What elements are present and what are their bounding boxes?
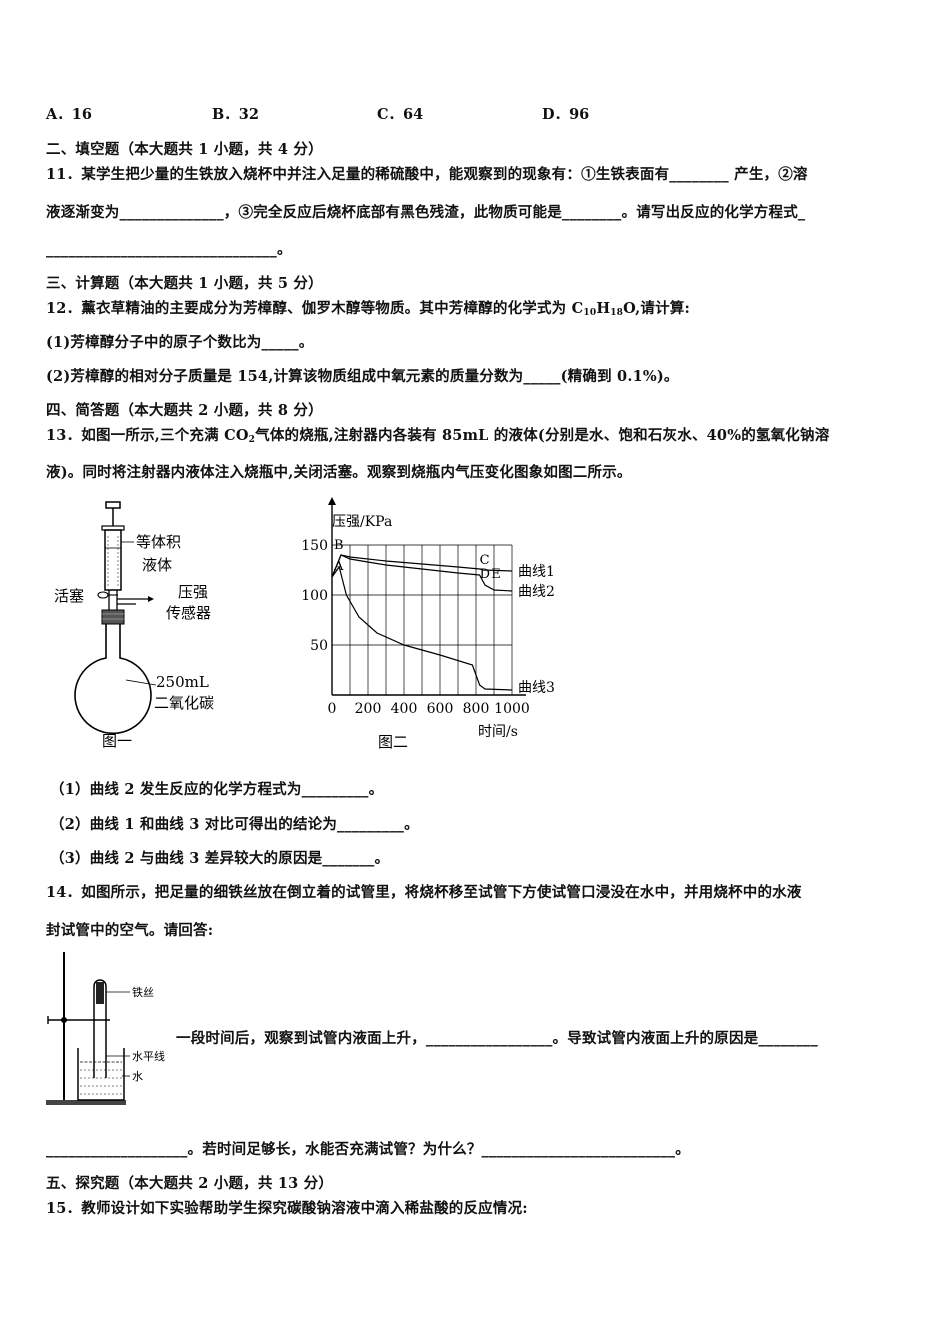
q11-line3: _______________________________。 bbox=[46, 241, 292, 258]
label-water-level: 水平线 bbox=[132, 1049, 165, 1063]
chart-xlabel: 时间/s bbox=[478, 724, 518, 740]
q13-sub2: （2）曲线 1 和曲线 3 对比可得出的结论为_________。 bbox=[50, 816, 419, 833]
point-label: E bbox=[491, 567, 501, 582]
section-inquiry: 五、探究题（本大题共 2 小题，共 13 分） bbox=[46, 1175, 334, 1192]
point-label: B bbox=[334, 538, 344, 553]
q13-sub1: （1）曲线 2 发生反应的化学方程式为_________。 bbox=[50, 781, 384, 798]
curve-label: 曲线1 bbox=[518, 564, 555, 580]
q13-sub3: （3）曲线 2 与曲线 3 差异较大的原因是_______。 bbox=[50, 850, 390, 867]
q14-line1: 14．如图所示，把足量的细铁丝放在倒立着的试管里，将烧杯移至试管下方使试管口浸没… bbox=[46, 884, 802, 901]
y-axis-arrow bbox=[328, 497, 336, 505]
y-tick-label: 150 bbox=[301, 538, 328, 554]
q12-line2: (1)芳樟醇分子中的原子个数比为_____。 bbox=[46, 334, 314, 351]
x-tick-label: 0 bbox=[328, 701, 337, 717]
y-tick-label: 100 bbox=[301, 588, 328, 604]
point-label: A bbox=[333, 559, 344, 574]
x-tick-label: 600 bbox=[427, 701, 454, 717]
option-b: B．32 bbox=[212, 106, 259, 123]
label-iron-wire: 铁丝 bbox=[132, 986, 154, 999]
option-a: A．16 bbox=[46, 106, 92, 123]
label-water: 水 bbox=[132, 1070, 143, 1083]
label-gas: 二氧化碳 bbox=[154, 694, 214, 712]
section-fill-blank: 二、填空题（本大题共 1 小题，共 4 分） bbox=[46, 141, 323, 158]
q14-line2: 封试管中的空气。请回答: bbox=[46, 922, 214, 939]
label-sensor-2: 传感器 bbox=[166, 604, 211, 622]
figure-1-caption: 图一 bbox=[102, 732, 132, 750]
chart-ylabel: 压强/KPa bbox=[332, 514, 392, 530]
point-label: D bbox=[480, 567, 490, 582]
section-short-answer: 四、简答题（本大题共 2 小题，共 8 分） bbox=[46, 402, 323, 419]
option-c: C．64 bbox=[377, 106, 424, 123]
y-tick-label: 50 bbox=[310, 638, 328, 654]
x-tick-label: 800 bbox=[463, 701, 490, 717]
figure-3-apparatus: 铁丝 水平线 水 bbox=[46, 952, 165, 1105]
q15-line1: 15．教师设计如下实验帮助学生探究碳酸钠溶液中滴入稀盐酸的反应情况: bbox=[46, 1200, 528, 1217]
curve-line bbox=[331, 554, 513, 578]
q12-line3: (2)芳樟醇的相对分子质量是 154,计算该物质组成中氧元素的质量分数为____… bbox=[46, 368, 679, 385]
q14-line4: ___________________。若时间足够长，水能否充满试管？为什么？_… bbox=[46, 1141, 690, 1158]
q11-line1: 11．某学生把少量的生铁放入烧杯中并注入足量的稀硫酸中，能观察到的现象有：①生铁… bbox=[46, 166, 808, 183]
q13-line1: 13．如图一所示,三个充满 CO2气体的烧瓶,注射器内各装有 85mL 的液体(… bbox=[46, 427, 830, 445]
q14-line3: 一段时间后，观察到试管内液面上升，_________________。导致试管内… bbox=[176, 1030, 818, 1047]
label-valve: 活塞 bbox=[54, 587, 84, 605]
option-d: D．96 bbox=[542, 106, 590, 123]
x-tick-label: 200 bbox=[355, 701, 382, 717]
curve-label: 曲线2 bbox=[518, 584, 555, 600]
curve-label: 曲线3 bbox=[518, 680, 555, 696]
label-liquid-1: 等体积 bbox=[136, 533, 181, 551]
curve-line bbox=[331, 565, 513, 691]
point-label: C bbox=[480, 553, 490, 568]
x-tick-label: 400 bbox=[391, 701, 418, 717]
figure-2-caption: 图二 bbox=[378, 733, 408, 751]
label-volume: 250mL bbox=[156, 673, 209, 691]
figure-1-apparatus: 等体积 液体 活塞 压强 传感器 250mL 二氧化碳 图一 bbox=[54, 501, 214, 750]
q13-line2: 液)。同时将注射器内液体注入烧瓶中,关闭活塞。观察到烧瓶内气压变化图象如图二所示… bbox=[46, 464, 632, 481]
section-calc: 三、计算题（本大题共 1 小题，共 5 分） bbox=[46, 275, 323, 292]
q12-line1: 12．薰衣草精油的主要成分为芳樟醇、伽罗木醇等物质。其中芳樟醇的化学式为 C10… bbox=[46, 300, 691, 318]
label-sensor-1: 压强 bbox=[178, 583, 208, 601]
curve-line bbox=[331, 554, 513, 592]
x-tick-label: 1000 bbox=[494, 701, 530, 717]
q11-line2: 液逐渐变为______________，③完全反应后烧杯底部有黑色残渣，此物质可… bbox=[46, 204, 806, 221]
label-liquid-2: 液体 bbox=[142, 556, 172, 574]
